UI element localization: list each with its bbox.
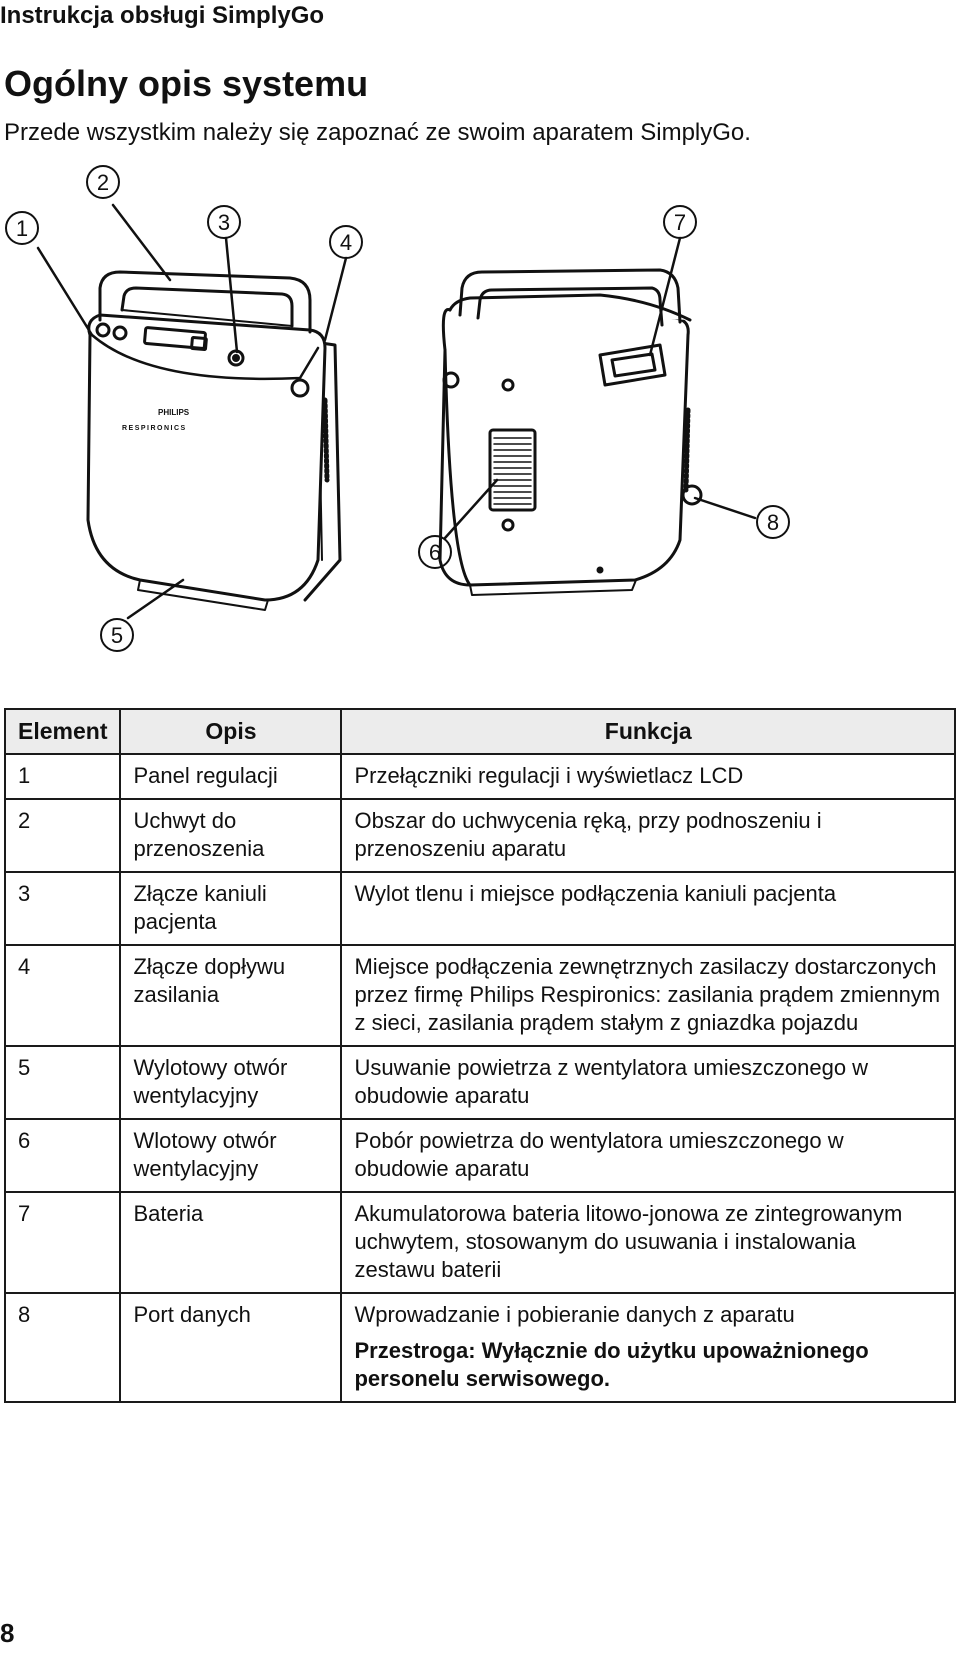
table-row: 3 Złącze kaniuli pacjenta Wylot tlenu i … [3, 871, 956, 946]
cell-opis: Port danych [119, 1292, 343, 1403]
cell-funkcja: Pobór powietrza do wentylatora umieszczo… [340, 1118, 956, 1193]
table-row: 6 Wlotowy otwór wentylacyjny Pobór powie… [3, 1118, 956, 1193]
svg-text:6: 6 [429, 540, 441, 565]
cell-funkcja: Miejsce podłączenia zewnętrznych zasilac… [340, 944, 956, 1047]
cell-element: 4 [3, 944, 122, 1047]
section-title: Ogólny opis systemu [4, 63, 369, 104]
callout-2: 2 [86, 165, 120, 199]
page-number: 8 [0, 1618, 15, 1648]
cell-element: 7 [3, 1191, 122, 1294]
cell-opis: Złącze kaniuli pacjenta [119, 871, 343, 946]
header-funkcja: Funkcja [340, 708, 956, 755]
callout-1: 1 [5, 211, 39, 245]
svg-text:8: 8 [767, 510, 779, 535]
svg-text:1: 1 [16, 216, 28, 241]
header-opis: Opis [119, 708, 343, 755]
cell-funkcja: Przełączniki regulacji i wyświetlacz LCD [340, 753, 956, 800]
cell-element: 2 [3, 798, 122, 873]
callout-8: 8 [756, 505, 790, 539]
svg-text:4: 4 [340, 230, 352, 255]
svg-text:2: 2 [97, 170, 109, 195]
cell-element: 6 [3, 1118, 122, 1193]
cell-funkcja: Wylot tlenu i miejsce podłączenia kaniul… [340, 871, 956, 946]
callout-7: 7 [663, 205, 697, 239]
cell-element: 5 [3, 1045, 122, 1120]
header-element: Element [3, 708, 122, 755]
brand-logo-text: PHILIPS [158, 408, 190, 417]
cell-element: 3 [3, 871, 122, 946]
cell-opis: Bateria [119, 1191, 343, 1294]
brand-logo-subtext: RESPIRONICS [122, 425, 187, 432]
cell-funkcja-with-caution: Wprowadzanie i pobieranie danych z apara… [340, 1292, 956, 1403]
cell-opis: Panel regulacji [119, 753, 343, 800]
svg-text:7: 7 [674, 210, 686, 235]
callout-3: 3 [207, 205, 241, 239]
callout-6: 6 [418, 535, 452, 569]
cell-opis: Uchwyt do przenoszenia [119, 798, 343, 873]
table-row: 1 Panel regulacji Przełączniki regulacji… [3, 753, 956, 800]
cell-funkcja: Obszar do uchwycenia ręką, przy podnosze… [340, 798, 956, 873]
cell-funkcja: Usuwanie powietrza z wentylatora umieszc… [340, 1045, 956, 1120]
callout-5: 5 [100, 618, 134, 652]
table-row: 2 Uchwyt do przenoszenia Obszar do uchwy… [3, 798, 956, 873]
caution-note: Przestroga: Wyłącznie do użytku upoważni… [354, 1338, 869, 1391]
device-illustration: PHILIPS RESPIRONICS [0, 160, 960, 700]
cell-funkcja: Akumulatorowa bateria litowo-jonowa ze z… [340, 1191, 956, 1294]
callout-4: 4 [329, 225, 363, 259]
cell-element: 1 [3, 753, 122, 800]
running-header: Instrukcja obsługi SimplyGo [0, 2, 325, 29]
svg-text:5: 5 [111, 623, 123, 648]
cell-element: 8 [3, 1292, 122, 1403]
device-front-view: PHILIPS RESPIRONICS [86, 270, 342, 611]
table-row: 8 Port danych Wprowadzanie i pobieranie … [3, 1292, 956, 1403]
svg-text:3: 3 [218, 210, 230, 235]
device-back-view [438, 268, 703, 596]
cell-opis: Wylotowy otwór wentylacyjny [119, 1045, 343, 1120]
cell-funkcja: Wprowadzanie i pobieranie danych z apara… [354, 1302, 795, 1327]
cell-opis: Złącze dopływu zasilania [119, 944, 343, 1047]
table-row: 5 Wylotowy otwór wentylacyjny Usuwanie p… [3, 1045, 956, 1120]
section-subtitle: Przede wszystkim należy się zapoznać ze … [4, 119, 751, 146]
table-row: 4 Złącze dopływu zasilania Miejsce podłą… [3, 944, 956, 1047]
components-table: Element Opis Funkcja 1 Panel regulacji P… [3, 708, 956, 1403]
cell-opis: Wlotowy otwór wentylacyjny [119, 1118, 343, 1193]
table-header-row: Element Opis Funkcja [3, 708, 956, 755]
table-row: 7 Bateria Akumulatorowa bateria litowo-j… [3, 1191, 956, 1294]
